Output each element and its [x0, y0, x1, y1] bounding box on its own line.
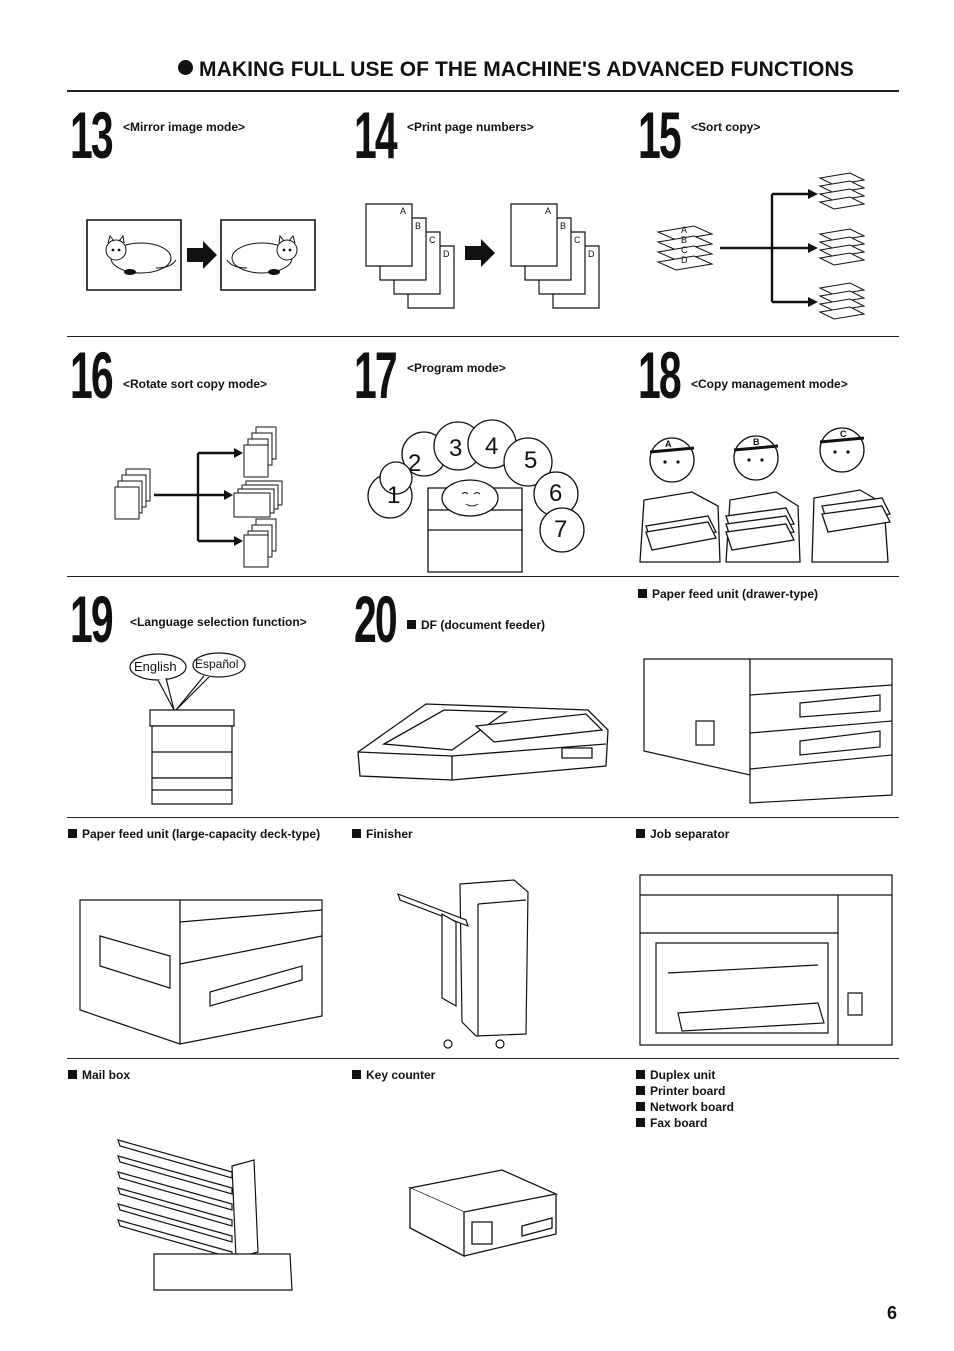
- sort-copy-illustration: [654, 170, 868, 322]
- page-number: 6: [886, 1303, 897, 1323]
- page-letter: A: [681, 225, 688, 235]
- finisher-illustration: [396, 874, 536, 1050]
- list-item: Fax board: [636, 1115, 734, 1131]
- header-rule: [67, 90, 899, 92]
- row-divider: [67, 817, 899, 818]
- option-others-list: Duplex unit Printer board Network board …: [636, 1067, 734, 1131]
- feature-label: <Copy management mode>: [691, 377, 848, 391]
- square-bullet-icon: [636, 1070, 645, 1079]
- square-bullet-icon: [352, 829, 361, 838]
- department-letter: A: [665, 439, 672, 449]
- option-label: Mail box: [68, 1067, 130, 1083]
- list-item: Printer board: [636, 1083, 734, 1099]
- department-letter: B: [753, 437, 760, 447]
- option-label: Finisher: [352, 826, 413, 842]
- program-step: 1: [387, 482, 401, 509]
- option-key-counter-label: Key counter: [366, 1068, 436, 1082]
- square-bullet-icon: [636, 829, 645, 838]
- feature-number: 17: [354, 338, 398, 412]
- page-title: MAKING FULL USE OF THE MACHINE'S ADVANCE…: [199, 58, 854, 81]
- page-letter: D: [681, 255, 688, 265]
- rotate-sort-illustration: [114, 425, 294, 571]
- drawer-feed-illustration: [640, 655, 896, 805]
- feature-number: 20: [354, 582, 398, 656]
- option-label: Job separator: [636, 826, 729, 842]
- program-step: 5: [524, 447, 538, 474]
- copy-management-illustration: [636, 414, 898, 566]
- department-letter: C: [840, 429, 847, 439]
- square-bullet-icon: [68, 829, 77, 838]
- feature-label: <Language selection function>: [130, 615, 307, 629]
- list-item: Network board: [636, 1099, 734, 1115]
- option-printer-board-label: Printer board: [650, 1084, 726, 1098]
- speech-bubble-espanol: Español: [195, 657, 239, 671]
- feature-label: <Rotate sort copy mode>: [123, 377, 268, 391]
- square-bullet-icon: [636, 1086, 645, 1095]
- mirror-image-illustration: [86, 218, 318, 293]
- feature-label-text: DF (document feeder): [421, 618, 546, 632]
- feature-number: 14: [354, 98, 398, 172]
- square-bullet-icon: [407, 620, 416, 629]
- option-mailbox-label: Mail box: [82, 1068, 131, 1082]
- square-bullet-icon: [636, 1118, 645, 1127]
- page-letter: A: [545, 206, 552, 216]
- option-label: Paper feed unit (large-capacity deck-typ…: [68, 826, 320, 842]
- deck-feed-illustration: [76, 896, 326, 1048]
- row-divider: [67, 1058, 899, 1059]
- list-item: Duplex unit: [636, 1067, 734, 1083]
- square-bullet-icon: [636, 1102, 645, 1111]
- row-divider: [67, 576, 899, 577]
- program-mode-illustration: [366, 418, 592, 574]
- page-letter: B: [415, 221, 422, 231]
- program-step: 4: [485, 433, 499, 460]
- option-network-board-label: Network board: [650, 1100, 735, 1114]
- feature-number: 15: [638, 98, 682, 172]
- page-header: MAKING FULL USE OF THE MACHINE'S ADVANCE…: [178, 58, 854, 82]
- job-separator-illustration: [638, 873, 894, 1047]
- page-letter: D: [443, 249, 450, 259]
- program-step: 2: [408, 450, 422, 477]
- feature-label: <Print page numbers>: [407, 120, 534, 134]
- row-divider: [67, 336, 899, 337]
- square-bullet-icon: [68, 1070, 77, 1079]
- option-fax-board-label: Fax board: [650, 1116, 708, 1130]
- feature-number: 13: [70, 98, 114, 172]
- feature-label: <Sort copy>: [691, 120, 761, 134]
- speech-bubble-english: English: [134, 659, 177, 674]
- option-duplex-label: Duplex unit: [650, 1068, 716, 1082]
- option-label: Paper feed unit (drawer-type): [638, 586, 818, 602]
- option-job-separator-label: Job separator: [650, 827, 730, 841]
- feature-number: 16: [70, 338, 114, 412]
- page-letter: C: [574, 235, 581, 245]
- option-finisher-label: Finisher: [366, 827, 413, 841]
- page-letter: B: [681, 235, 688, 245]
- feature-label: <Mirror image mode>: [123, 120, 246, 134]
- option-drawer-label: Paper feed unit (drawer-type): [652, 587, 819, 601]
- feature-label: DF (document feeder): [407, 618, 545, 632]
- page-letter: C: [681, 245, 688, 255]
- page-letter: A: [400, 206, 407, 216]
- page-letter: D: [588, 249, 595, 259]
- page-letter: B: [560, 221, 567, 231]
- document-feeder-illustration: [356, 700, 610, 784]
- square-bullet-icon: [638, 589, 647, 598]
- program-step: 6: [549, 480, 563, 507]
- option-deck-label: Paper feed unit (large-capacity deck-typ…: [82, 827, 321, 841]
- square-bullet-icon: [352, 1070, 361, 1079]
- mail-box-illustration: [114, 1134, 296, 1292]
- program-step: 7: [554, 516, 568, 543]
- feature-label: <Program mode>: [407, 361, 506, 375]
- language-selection-illustration: [128, 652, 248, 806]
- page-numbers-illustration: [364, 202, 604, 314]
- feature-number: 18: [638, 338, 682, 412]
- option-label: Key counter: [352, 1067, 435, 1083]
- feature-number: 19: [70, 582, 114, 656]
- program-step: 3: [449, 435, 463, 462]
- key-counter-illustration: [404, 1166, 562, 1262]
- page-letter: C: [429, 235, 436, 245]
- bullet-icon: [178, 60, 193, 75]
